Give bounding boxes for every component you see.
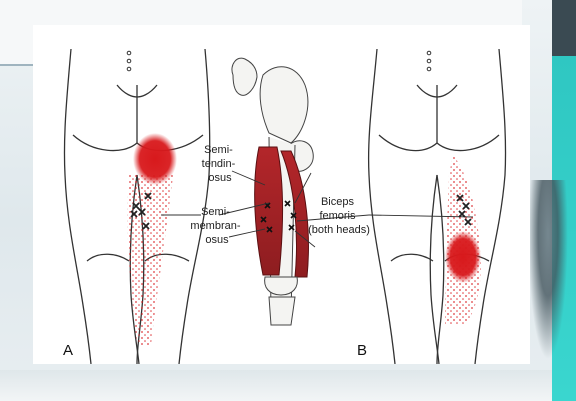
hamstring-referral-figure: A [33, 25, 530, 364]
semimembranosus-label: Semi- membran- osus [190, 206, 243, 246]
panel-b-illustration [369, 49, 506, 364]
panel-a-pain-pattern [127, 133, 177, 345]
slide-footer-band [0, 370, 552, 401]
panel-a-sacral-dots [127, 51, 131, 71]
panel-b-letter: B [357, 342, 367, 359]
knee-bones-illustration [265, 277, 298, 325]
panel-b-pain-pattern [445, 155, 481, 325]
panel-b-sacral-dots [427, 51, 431, 71]
panel-a-letter: A [63, 342, 73, 359]
background-figure [528, 180, 568, 360]
semitendinosus-label: Semi- tendin- osus [202, 144, 239, 184]
